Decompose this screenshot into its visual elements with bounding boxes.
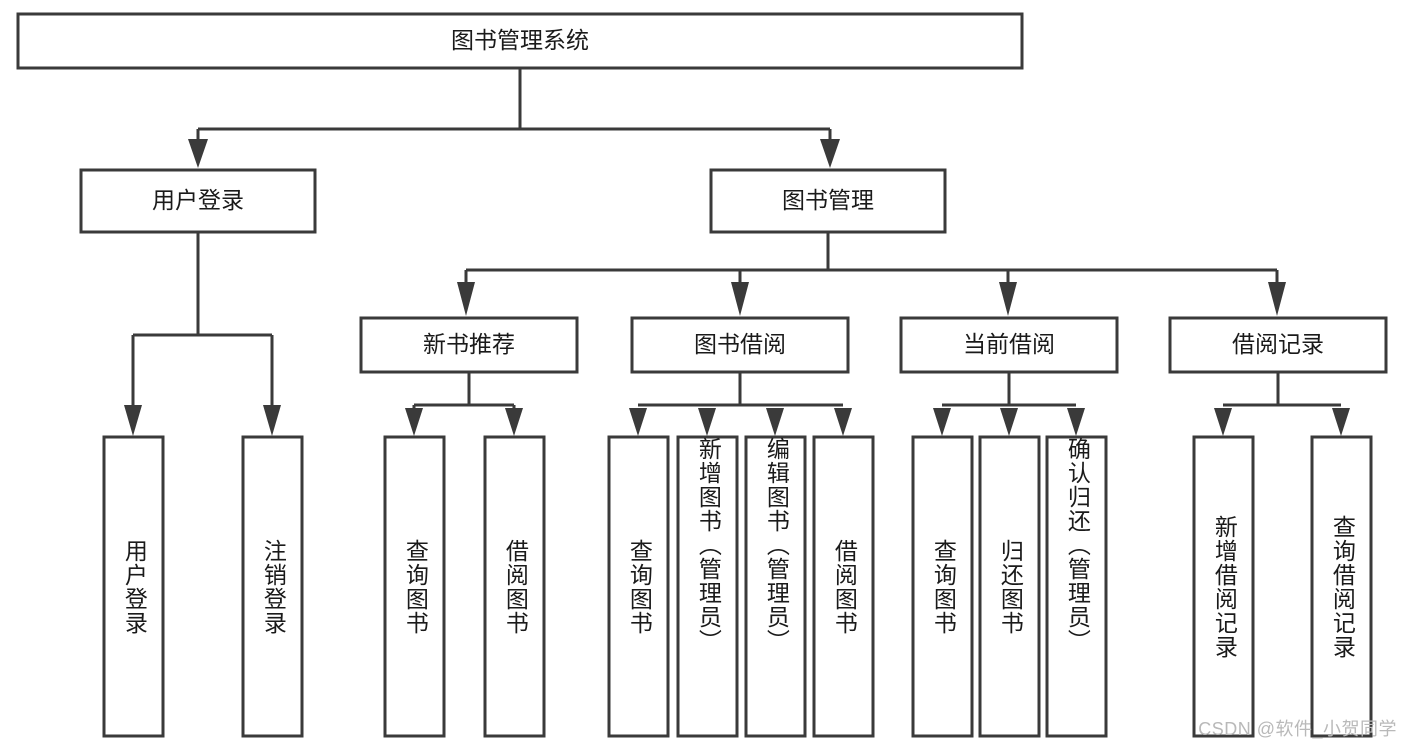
node-user-login-label: 用户登录: [152, 187, 244, 213]
leaf-box-nb-borrow-book[interactable]: [483, 435, 546, 738]
arrow-head-current-borrow: [999, 282, 1017, 316]
arrow-head-cb-return-book: [1000, 408, 1018, 436]
leaf-box-cb-return-book[interactable]: [978, 435, 1041, 738]
arrow-head-bb-borrow-book: [834, 408, 852, 436]
arrow-head-leaf-logout: [263, 405, 281, 436]
arrow-head-user-login: [188, 139, 208, 168]
leaf-box-cb-confirm-return[interactable]: [1045, 435, 1108, 738]
arrow-head-bb-edit-book: [766, 408, 784, 436]
leaf-box-bb-borrow-book[interactable]: [812, 435, 875, 738]
node-book-management-label: 图书管理: [782, 187, 874, 213]
node-book-borrow[interactable]: [630, 316, 850, 374]
node-current-borrow-label: 当前借阅: [963, 331, 1055, 357]
arrow-head-new-book-recommend: [457, 282, 475, 316]
node-new-book-recommend[interactable]: [359, 316, 579, 374]
node-root-label: 图书管理系统: [451, 27, 589, 53]
node-borrow-record-label: 借阅记录: [1232, 331, 1324, 357]
leaf-box-user-login[interactable]: [102, 435, 165, 738]
node-root-book-management-system[interactable]: [16, 12, 1024, 70]
arrow-head-bb-query-book: [629, 408, 647, 436]
leaf-box-br-query-record[interactable]: [1310, 435, 1373, 738]
leaf-box-logout[interactable]: [241, 435, 304, 738]
arrow-head-borrow-record: [1268, 282, 1286, 316]
node-current-borrow[interactable]: [899, 316, 1119, 374]
leaf-box-br-add-record[interactable]: [1192, 435, 1255, 738]
arrow-head-br-query-record: [1332, 408, 1350, 436]
arrow-head-bb-add-book: [698, 408, 716, 436]
arrow-head-br-add-record: [1214, 408, 1232, 436]
node-new-book-recommend-label: 新书推荐: [423, 331, 515, 357]
arrow-head-book-borrow: [731, 282, 749, 316]
leaf-box-cb-query-book[interactable]: [911, 435, 974, 738]
arrow-head-nb-query-book: [405, 408, 423, 436]
arrow-head-book-management: [820, 139, 840, 168]
node-book-borrow-label: 图书借阅: [694, 331, 786, 357]
leaf-box-bb-query-book[interactable]: [607, 435, 670, 738]
node-book-management[interactable]: [709, 168, 947, 234]
leaf-box-nb-query-book[interactable]: [383, 435, 446, 738]
csdn-watermark: CSDN @软件_小贺同学: [1198, 719, 1397, 739]
arrow-head-nb-borrow-book: [505, 408, 523, 436]
arrow-head-leaf-user-login: [124, 405, 142, 436]
arrow-head-cb-confirm-return: [1067, 408, 1085, 436]
arrow-head-cb-query-book: [933, 408, 951, 436]
leaf-box-bb-add-book[interactable]: [676, 435, 739, 738]
node-borrow-record[interactable]: [1168, 316, 1388, 374]
leaf-box-bb-edit-book[interactable]: [744, 435, 807, 738]
